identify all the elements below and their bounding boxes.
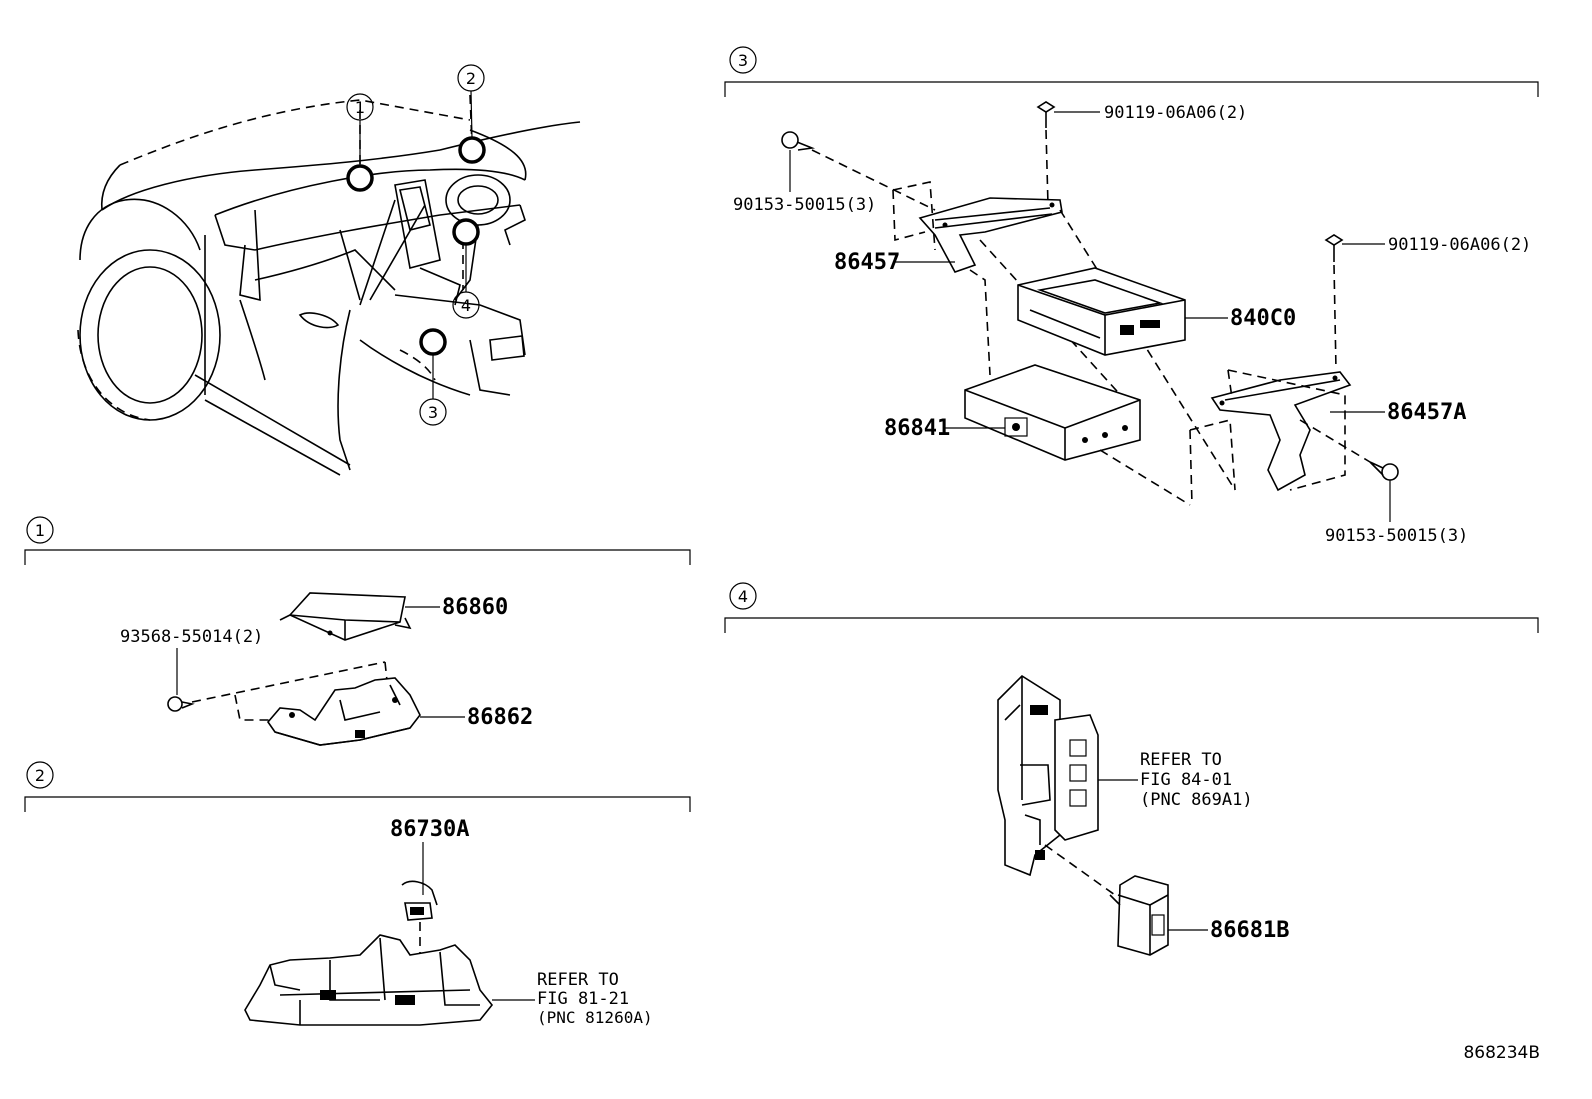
part-86730A-drawing bbox=[401, 880, 438, 921]
section-2-refer-line1: REFER TO bbox=[537, 970, 619, 990]
location-marker-3 bbox=[419, 328, 447, 356]
label-86681B: 86681B bbox=[1210, 918, 1289, 943]
label-86457: 86457 bbox=[834, 250, 900, 275]
part-840C0-drawing bbox=[1017, 267, 1186, 356]
section-4-bracket bbox=[724, 617, 1539, 633]
svg-text:3: 3 bbox=[738, 51, 748, 70]
part-86457-drawing bbox=[918, 197, 1063, 273]
callout-1: 1 bbox=[346, 93, 374, 121]
part-86860-drawing bbox=[279, 592, 412, 641]
label-86841: 86841 bbox=[884, 416, 950, 441]
svg-text:1: 1 bbox=[355, 98, 365, 117]
section-2-refer-line2: FIG 81-21 bbox=[537, 989, 629, 1009]
svg-text:4: 4 bbox=[738, 587, 748, 606]
label-screw-90153-left: 90153-50015(3) bbox=[733, 195, 876, 215]
section-4-refer-line3: (PNC 869A1) bbox=[1140, 790, 1253, 810]
vehicle-interior-overview: 1 2 3 4 bbox=[77, 64, 581, 476]
label-840C0: 840C0 bbox=[1230, 306, 1296, 331]
label-86860: 86860 bbox=[442, 595, 508, 620]
section-4: 4 REFER TO FIG 84-01 (PNC 869A1) bbox=[724, 582, 1539, 956]
section-3-marker: 3 bbox=[729, 46, 757, 74]
label-86862: 86862 bbox=[467, 705, 533, 730]
callout-2: 2 bbox=[457, 64, 485, 92]
section-1-marker: 1 bbox=[26, 516, 54, 544]
section-4-marker: 4 bbox=[729, 582, 757, 610]
callout-3: 3 bbox=[419, 398, 447, 426]
label-bolt-90119-right: 90119-06A06(2) bbox=[1388, 235, 1531, 255]
part-86457A-drawing bbox=[1210, 371, 1352, 492]
figure-code: 868234B bbox=[1463, 1043, 1540, 1063]
svg-text:2: 2 bbox=[35, 766, 45, 785]
label-bolt-90119-top: 90119-06A06(2) bbox=[1104, 103, 1247, 123]
svg-text:2: 2 bbox=[466, 69, 476, 88]
part-86841-drawing bbox=[964, 364, 1141, 461]
location-marker-2 bbox=[458, 136, 486, 164]
svg-text:3: 3 bbox=[428, 403, 438, 422]
section-3: 3 90119-06A06(2) 90153-50015(3) bbox=[724, 46, 1539, 546]
section-1: 1 86860 93568-55014(2) bbox=[24, 516, 691, 746]
part-86862-drawing bbox=[266, 677, 421, 746]
bolt-top-drawing bbox=[1036, 101, 1056, 128]
section-2-refer-line3: (PNC 81260A) bbox=[537, 1008, 653, 1027]
label-86457A: 86457A bbox=[1387, 400, 1466, 425]
section-3-bracket bbox=[724, 81, 1539, 97]
part-86681B-drawing bbox=[1109, 875, 1169, 956]
section-1-bracket bbox=[24, 549, 691, 565]
section-2-bracket bbox=[24, 796, 691, 812]
svg-text:4: 4 bbox=[461, 296, 471, 315]
overhead-console-drawing bbox=[244, 934, 494, 1026]
location-marker-1 bbox=[346, 164, 374, 192]
bolt-right-drawing bbox=[1324, 234, 1344, 262]
screw-93568-drawing bbox=[167, 696, 195, 712]
screw-left-drawing bbox=[781, 131, 816, 151]
screw-right-drawing bbox=[1369, 461, 1399, 481]
section-4-refer-line2: FIG 84-01 bbox=[1140, 770, 1232, 790]
section-2-marker: 2 bbox=[26, 761, 54, 789]
label-93568-55014: 93568-55014(2) bbox=[120, 627, 263, 647]
location-marker-4 bbox=[452, 218, 480, 246]
svg-text:1: 1 bbox=[35, 521, 45, 540]
section-2: 2 86730A REFER TO FIG 81-21 (PNC 81260A) bbox=[24, 761, 691, 1027]
label-screw-90153-right: 90153-50015(3) bbox=[1325, 526, 1468, 546]
label-86730A: 86730A bbox=[390, 817, 469, 842]
section-4-refer-line1: REFER TO bbox=[1140, 750, 1222, 770]
junction-block-drawing bbox=[997, 674, 1099, 877]
